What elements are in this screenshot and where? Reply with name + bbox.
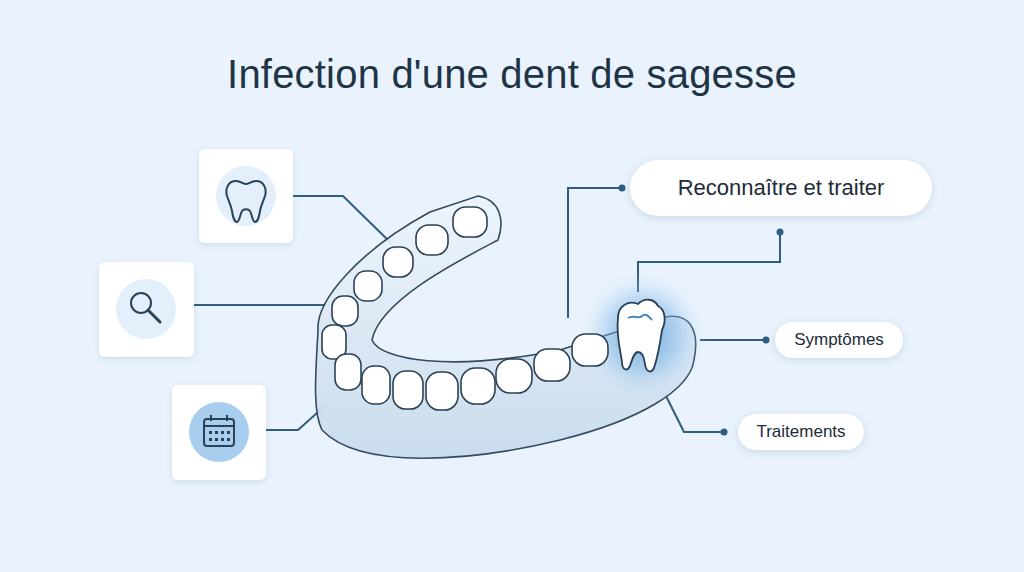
wisdom-tooth xyxy=(617,300,664,372)
search-icon-box xyxy=(99,262,194,357)
pill-text: Symptômes xyxy=(794,330,884,350)
tooth xyxy=(453,207,487,237)
tooth xyxy=(393,371,423,409)
tooth xyxy=(354,271,382,301)
label-pill: Symptômes xyxy=(775,322,903,358)
pill-text: Traitements xyxy=(756,422,845,442)
leader-lines xyxy=(194,188,780,432)
tooth xyxy=(362,366,390,404)
tooth xyxy=(426,372,458,410)
pill-text: Reconnaître et traiter xyxy=(678,175,885,201)
diagram-title: Infection d'une dent de sagesse xyxy=(0,52,1024,97)
calendar-icon-box xyxy=(172,385,266,480)
tooth xyxy=(416,225,448,255)
tooth xyxy=(335,354,361,390)
tooth xyxy=(496,359,532,393)
tooth xyxy=(461,368,495,404)
tooth xyxy=(572,334,608,366)
label-pill: Reconnaître et traiter xyxy=(630,160,932,216)
lower-jaw xyxy=(316,196,708,458)
tooth xyxy=(332,296,358,326)
tooth xyxy=(534,349,570,381)
label-pill: Traitements xyxy=(738,414,864,450)
tooth xyxy=(383,247,413,277)
tooth-icon-box xyxy=(199,149,293,243)
